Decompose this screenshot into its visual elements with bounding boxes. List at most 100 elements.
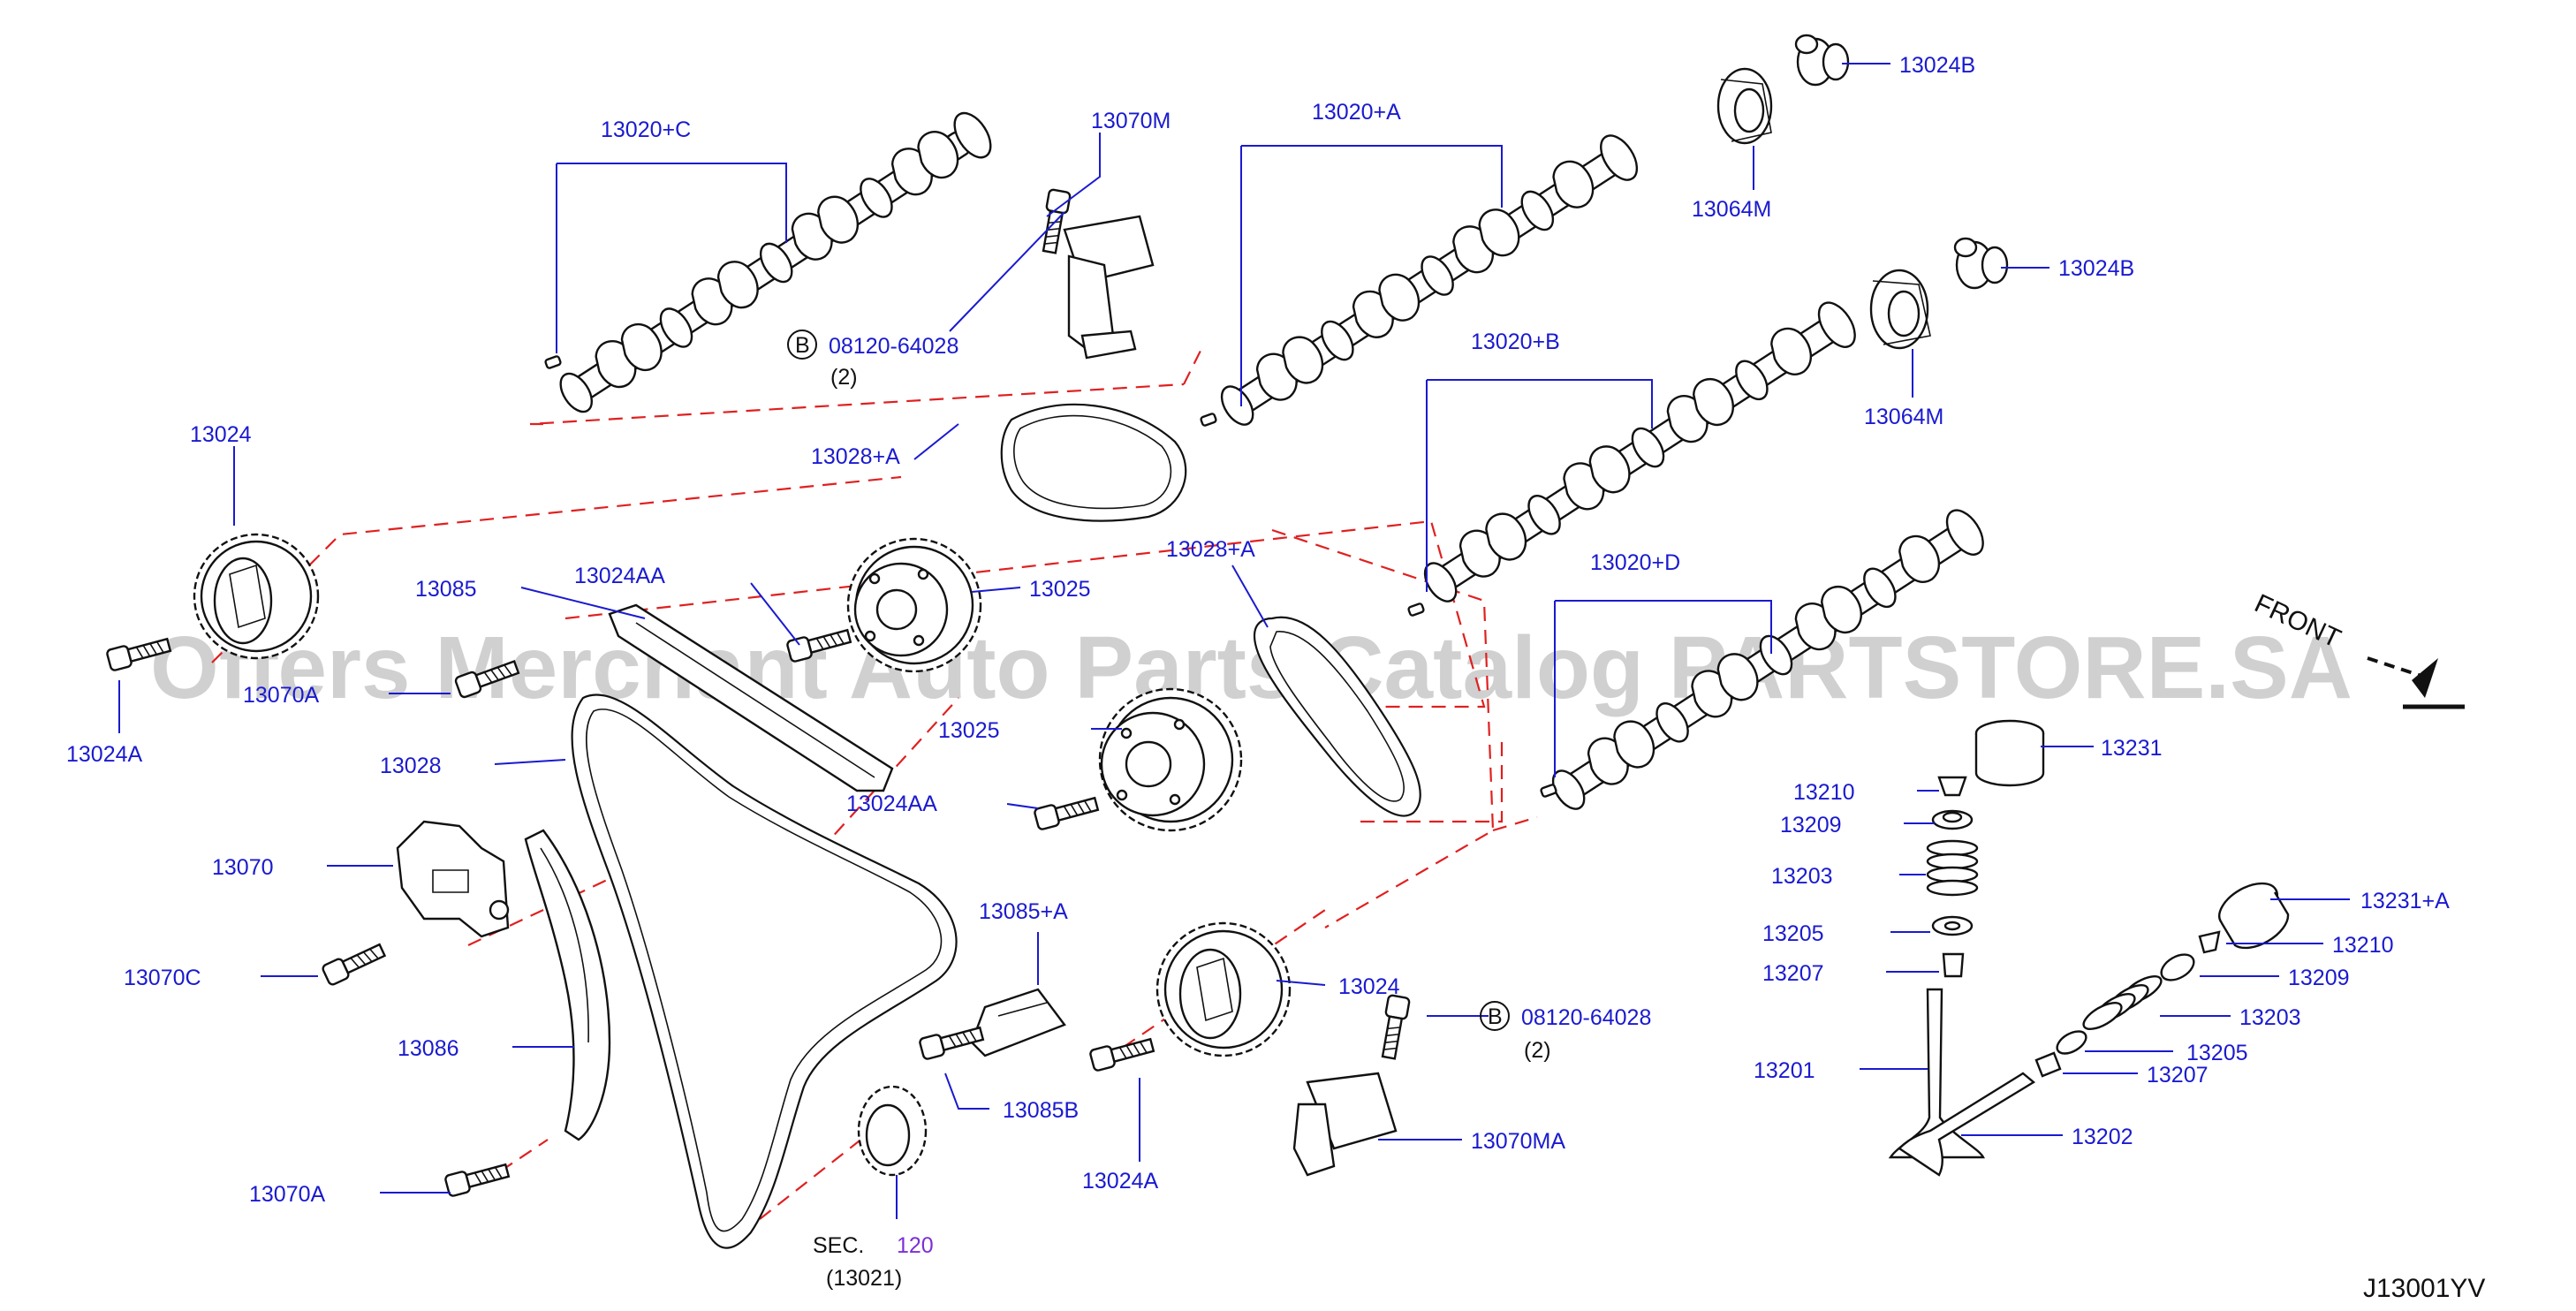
label-bolt-spec-1[interactable]: 08120-64028 xyxy=(829,334,958,359)
valve-seat-1[interactable] xyxy=(1931,915,1974,936)
dowel-pin xyxy=(1407,602,1425,617)
label-collet-1[interactable]: 13210 xyxy=(1793,780,1855,805)
camshaft-b[interactable] xyxy=(1416,295,1862,610)
label-retainer-1[interactable]: 13209 xyxy=(1780,813,1842,837)
label-plug-top[interactable]: 13024B xyxy=(1899,53,1975,78)
label-sec-number[interactable]: 120 xyxy=(897,1233,934,1258)
valve-lifter[interactable] xyxy=(1974,719,2045,787)
label-spring-2[interactable]: 13203 xyxy=(2239,1005,2301,1030)
sprocket-bolt-right[interactable] xyxy=(1088,1034,1156,1072)
valve-collet-1[interactable] xyxy=(1937,776,1967,797)
label-seat-1[interactable]: 13205 xyxy=(1762,921,1824,946)
slack-guide[interactable] xyxy=(524,829,611,1141)
camshaft-a[interactable] xyxy=(1213,128,1645,433)
label-bolt-aa-lower[interactable]: 13024AA xyxy=(846,792,937,816)
guide-bolt-b[interactable] xyxy=(918,1022,986,1061)
label-main-chain[interactable]: 13028 xyxy=(380,754,442,778)
valve-lifter-a[interactable] xyxy=(2212,875,2290,950)
circle-b-icon: B xyxy=(1480,1001,1510,1031)
label-camshaft-d[interactable]: 13020+D xyxy=(1590,550,1680,575)
dowel-pin xyxy=(1540,784,1557,798)
sensor-bolt-bottom[interactable] xyxy=(1376,993,1412,1061)
label-vvt-upper[interactable]: 13025 xyxy=(1029,577,1091,602)
label-chain-sec-lower[interactable]: 13028+A xyxy=(1166,537,1255,562)
label-seal-top[interactable]: 13064M xyxy=(1692,197,1771,222)
secondary-chain-lower[interactable] xyxy=(1253,616,1421,817)
label-sensor-m[interactable]: 13070M xyxy=(1091,109,1171,133)
circle-b-icon: B xyxy=(787,330,817,360)
chain-guide-a[interactable] xyxy=(970,988,1066,1057)
vvt-bolt-lower[interactable] xyxy=(1033,792,1101,831)
main-timing-chain[interactable] xyxy=(571,693,958,1249)
label-lifter-a[interactable]: 13231+A xyxy=(2360,889,2450,913)
label-slack-guide[interactable]: 13086 xyxy=(398,1036,459,1061)
label-bolt-spec-2[interactable]: 08120-64028 xyxy=(1521,1005,1651,1030)
valve-seal-1[interactable] xyxy=(1942,952,1965,978)
label-sprocket-right[interactable]: 13024 xyxy=(1338,974,1400,999)
label-exhaust-valve[interactable]: 13202 xyxy=(2072,1125,2133,1149)
cam-sprocket-left[interactable] xyxy=(193,533,320,660)
label-sec-sub: (13021) xyxy=(826,1266,902,1291)
crank-sprocket[interactable] xyxy=(857,1085,928,1177)
dowel-pin xyxy=(544,355,562,369)
label-bolt-right[interactable]: 13024A xyxy=(1082,1169,1159,1194)
exhaust-valve[interactable] xyxy=(1898,1072,2036,1177)
label-camshaft-b[interactable]: 13020+B xyxy=(1471,330,1560,354)
label-seal-v-1[interactable]: 13207 xyxy=(1762,961,1824,986)
vvt-sprocket-lower[interactable] xyxy=(1098,687,1243,832)
label-guide-13085[interactable]: 13085 xyxy=(415,577,477,602)
camshaft-c[interactable] xyxy=(551,105,997,420)
valve-spring-1[interactable] xyxy=(1926,839,1979,897)
label-lifter[interactable]: 13231 xyxy=(2101,736,2163,761)
svg-text:B: B xyxy=(1488,1004,1503,1029)
leader-lines xyxy=(118,63,2350,1219)
label-guide-b[interactable]: 13085B xyxy=(1003,1098,1079,1123)
dowel-pin xyxy=(1200,413,1217,427)
chain-tensioner[interactable] xyxy=(396,820,510,938)
label-tensioner[interactable]: 13070 xyxy=(212,855,274,880)
label-seat-2[interactable]: 13205 xyxy=(2186,1041,2248,1065)
label-collet-2[interactable]: 13210 xyxy=(2332,933,2394,958)
valve-retainer-2[interactable] xyxy=(2157,950,2199,986)
part-labels: 13020+C 13070M 08120-64028 (2) 13020+A 1… xyxy=(66,53,2485,1303)
diagram-code: J13001YV xyxy=(2363,1274,2485,1303)
vvt-sprocket-upper[interactable] xyxy=(846,537,982,673)
label-guide-a[interactable]: 13085+A xyxy=(979,899,1068,924)
label-tensioner-bolt-a-top[interactable]: 13070A xyxy=(243,683,320,708)
label-sec[interactable]: SEC. xyxy=(813,1233,864,1258)
label-camshaft-a[interactable]: 13020+A xyxy=(1312,100,1401,125)
label-sprocket-left[interactable]: 13024 xyxy=(190,422,252,447)
cam-sprocket-right[interactable] xyxy=(1155,921,1292,1057)
label-vvt-lower[interactable]: 13025 xyxy=(938,718,1000,743)
chain-guide-upper[interactable] xyxy=(608,603,894,792)
cam-seal-top[interactable] xyxy=(1716,67,1773,145)
label-spring-1[interactable]: 13203 xyxy=(1771,864,1833,889)
secondary-chain-upper[interactable] xyxy=(1000,403,1187,522)
label-camshaft-c[interactable]: 13020+C xyxy=(601,117,691,142)
valve-spring-2[interactable] xyxy=(2080,971,2165,1034)
cam-plug-top[interactable] xyxy=(1794,34,1850,87)
tensioner-bolt-c[interactable] xyxy=(320,939,388,988)
label-seal-middle[interactable]: 13064M xyxy=(1864,405,1943,429)
label-retainer-2[interactable]: 13209 xyxy=(2288,966,2350,990)
cam-position-sensor-ma[interactable] xyxy=(1292,1072,1398,1177)
label-tensioner-bolt-c[interactable]: 13070C xyxy=(124,966,201,990)
valve-collet-2[interactable] xyxy=(2198,930,2221,954)
valve-retainer-1[interactable] xyxy=(1931,809,1974,830)
valve-seat-2[interactable] xyxy=(2053,1027,2089,1057)
label-chain-sec-upper[interactable]: 13028+A xyxy=(811,444,900,469)
camshaft-d[interactable] xyxy=(1544,503,1990,817)
cam-seal-middle[interactable] xyxy=(1869,269,1931,350)
cam-position-sensor-m[interactable] xyxy=(1063,215,1155,360)
label-intake-valve[interactable]: 13201 xyxy=(1754,1058,1815,1083)
cam-plug-middle[interactable] xyxy=(1953,237,2009,290)
label-bolt-qty-1: (2) xyxy=(830,365,858,390)
label-bolt-aa-upper[interactable]: 13024AA xyxy=(574,564,665,588)
label-tensioner-bolt-a-bottom[interactable]: 13070A xyxy=(249,1182,326,1207)
tensioner-bolt-a-bottom[interactable] xyxy=(443,1159,511,1198)
label-seal-v-2[interactable]: 13207 xyxy=(2147,1063,2209,1087)
label-sensor-ma[interactable]: 13070MA xyxy=(1471,1129,1565,1154)
valve-seal-2[interactable] xyxy=(2034,1051,2062,1078)
label-plug-middle[interactable]: 13024B xyxy=(2058,256,2134,281)
label-bolt-left[interactable]: 13024A xyxy=(66,742,143,767)
